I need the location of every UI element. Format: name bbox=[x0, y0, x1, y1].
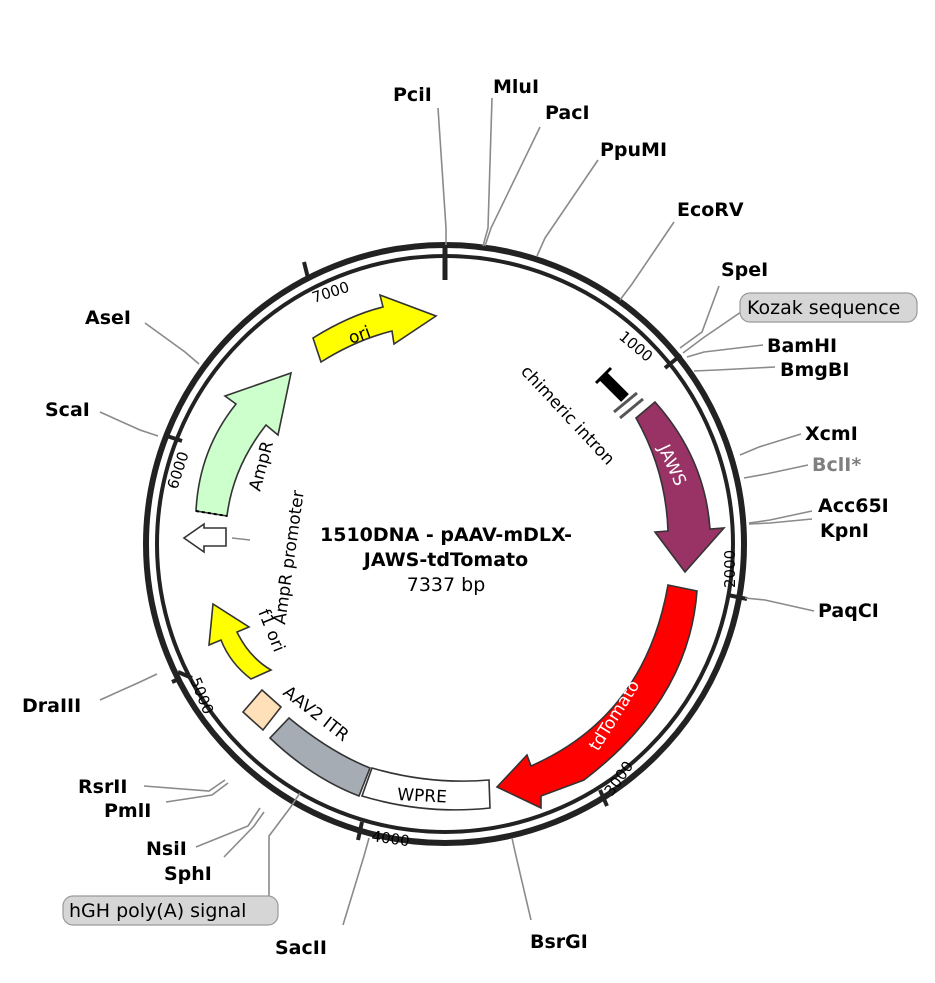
feature-ampr-arrow[interactable] bbox=[195, 371, 293, 517]
feature-jaws-arrow[interactable] bbox=[634, 400, 726, 574]
site-label-asei: AseI bbox=[85, 307, 131, 329]
site-label-paqci: PaqCI bbox=[818, 600, 879, 622]
site-pmli[interactable]: PmlI bbox=[104, 782, 229, 822]
callout-hgh-polya[interactable]: hGH poly(A) signal bbox=[62, 792, 301, 926]
site-bamhi[interactable]: BamHI bbox=[686, 335, 837, 358]
feature-ori-arrow[interactable] bbox=[312, 293, 438, 364]
site-acc65i[interactable]: Acc65I bbox=[748, 495, 889, 524]
site-label-pmli: PmlI bbox=[104, 800, 151, 822]
site-paqci[interactable]: PaqCI bbox=[744, 597, 879, 622]
site-sphi[interactable]: SphI bbox=[164, 811, 265, 885]
site-label-pcii: PciI bbox=[393, 84, 432, 106]
tick-label-4000: 4000 bbox=[370, 827, 410, 850]
site-label-sphi: SphI bbox=[164, 863, 212, 885]
callout-hgh-label: hGH poly(A) signal bbox=[69, 900, 246, 922]
feature-tdtomato-arrow[interactable] bbox=[495, 584, 698, 810]
tick-label-5000: 5000 bbox=[186, 675, 217, 717]
tick-label-6000: 6000 bbox=[164, 449, 193, 491]
feature-ampr-promoter-arrow[interactable] bbox=[182, 522, 227, 554]
feature-orange-box[interactable] bbox=[241, 688, 283, 732]
site-label-bamhi: BamHI bbox=[767, 335, 837, 357]
site-ppumi[interactable]: PpuMI bbox=[536, 139, 667, 257]
map-title-line2: JAWS-tdTomato bbox=[362, 549, 528, 571]
site-paci[interactable]: PacI bbox=[484, 102, 590, 247]
site-label-acc65i: Acc65I bbox=[818, 495, 889, 517]
feature-ampr-promoter-label: AmpR promoter bbox=[270, 489, 309, 626]
site-label-kpni: KpnI bbox=[820, 520, 869, 542]
site-label-scai: ScaI bbox=[45, 399, 90, 421]
site-sacii[interactable]: SacII bbox=[275, 837, 370, 959]
site-asei[interactable]: AseI bbox=[85, 307, 200, 365]
callout-kozak-sequence[interactable]: Kozak sequence bbox=[682, 292, 918, 354]
feature-f1-ori-arrow[interactable] bbox=[208, 602, 273, 680]
feature-chimeric-intron[interactable] bbox=[594, 366, 644, 420]
site-nsii[interactable]: NsiI bbox=[146, 807, 261, 860]
site-label-draiii: DraIII bbox=[22, 695, 81, 717]
backbone-outer-ring bbox=[143, 242, 747, 846]
site-xcmi[interactable]: XcmI bbox=[739, 423, 858, 456]
site-label-spei: SpeI bbox=[721, 259, 768, 281]
ampr-dotted-divider bbox=[195, 510, 228, 517]
feature-wpre-label: WPRE bbox=[397, 785, 448, 808]
site-label-bmgbi: BmgBI bbox=[780, 359, 849, 381]
tick-2000: 2000 bbox=[721, 550, 748, 601]
tick-label-2000: 2000 bbox=[721, 550, 739, 588]
site-label-mlui: MluI bbox=[493, 76, 539, 98]
tick-4000: 4000 bbox=[356, 821, 411, 850]
site-label-ppumi: PpuMI bbox=[600, 139, 667, 161]
site-label-paci: PacI bbox=[545, 102, 590, 124]
callout-hgh-pill bbox=[62, 895, 279, 926]
feature-aav2-itr-box[interactable] bbox=[268, 716, 372, 798]
tick-label-1000: 1000 bbox=[615, 327, 656, 365]
site-spei[interactable]: SpeI bbox=[679, 259, 768, 349]
tick-3000: 3000 bbox=[598, 758, 637, 807]
site-mlui[interactable]: MluI bbox=[482, 76, 539, 247]
map-title-line1: 1510DNA - pAAV-mDLX- bbox=[320, 524, 572, 546]
feature-wpre-box[interactable] bbox=[360, 767, 491, 811]
tick-label-7000: 7000 bbox=[310, 278, 352, 307]
map-length: 7337 bp bbox=[407, 574, 486, 596]
site-label-xcmi: XcmI bbox=[805, 423, 858, 445]
site-bmgbi[interactable]: BmgBI bbox=[693, 359, 849, 381]
site-label-bcli: BclI* bbox=[812, 454, 861, 476]
site-draiii[interactable]: DraIII bbox=[22, 673, 158, 717]
site-label-ecorv: EcoRV bbox=[677, 199, 744, 221]
site-label-sacii: SacII bbox=[275, 937, 327, 959]
site-pcii[interactable]: PciI bbox=[393, 84, 447, 245]
site-bcli[interactable]: BclI* bbox=[743, 454, 861, 479]
site-kpni[interactable]: KpnI bbox=[748, 518, 869, 542]
callout-kozak-label: Kozak sequence bbox=[747, 297, 900, 319]
site-bsrgi[interactable]: BsrGI bbox=[511, 837, 588, 953]
callout-kozak-pill bbox=[739, 292, 918, 323]
site-label-bsrgi: BsrGI bbox=[530, 931, 588, 953]
site-label-nsii: NsiI bbox=[146, 838, 187, 860]
site-scai[interactable]: ScaI bbox=[45, 399, 159, 437]
site-rsrii[interactable]: RsrII bbox=[78, 776, 226, 798]
site-label-rsrii: RsrII bbox=[78, 776, 127, 798]
ampr-promoter-leader bbox=[231, 537, 251, 541]
site-ecorv[interactable]: EcoRV bbox=[619, 199, 744, 301]
